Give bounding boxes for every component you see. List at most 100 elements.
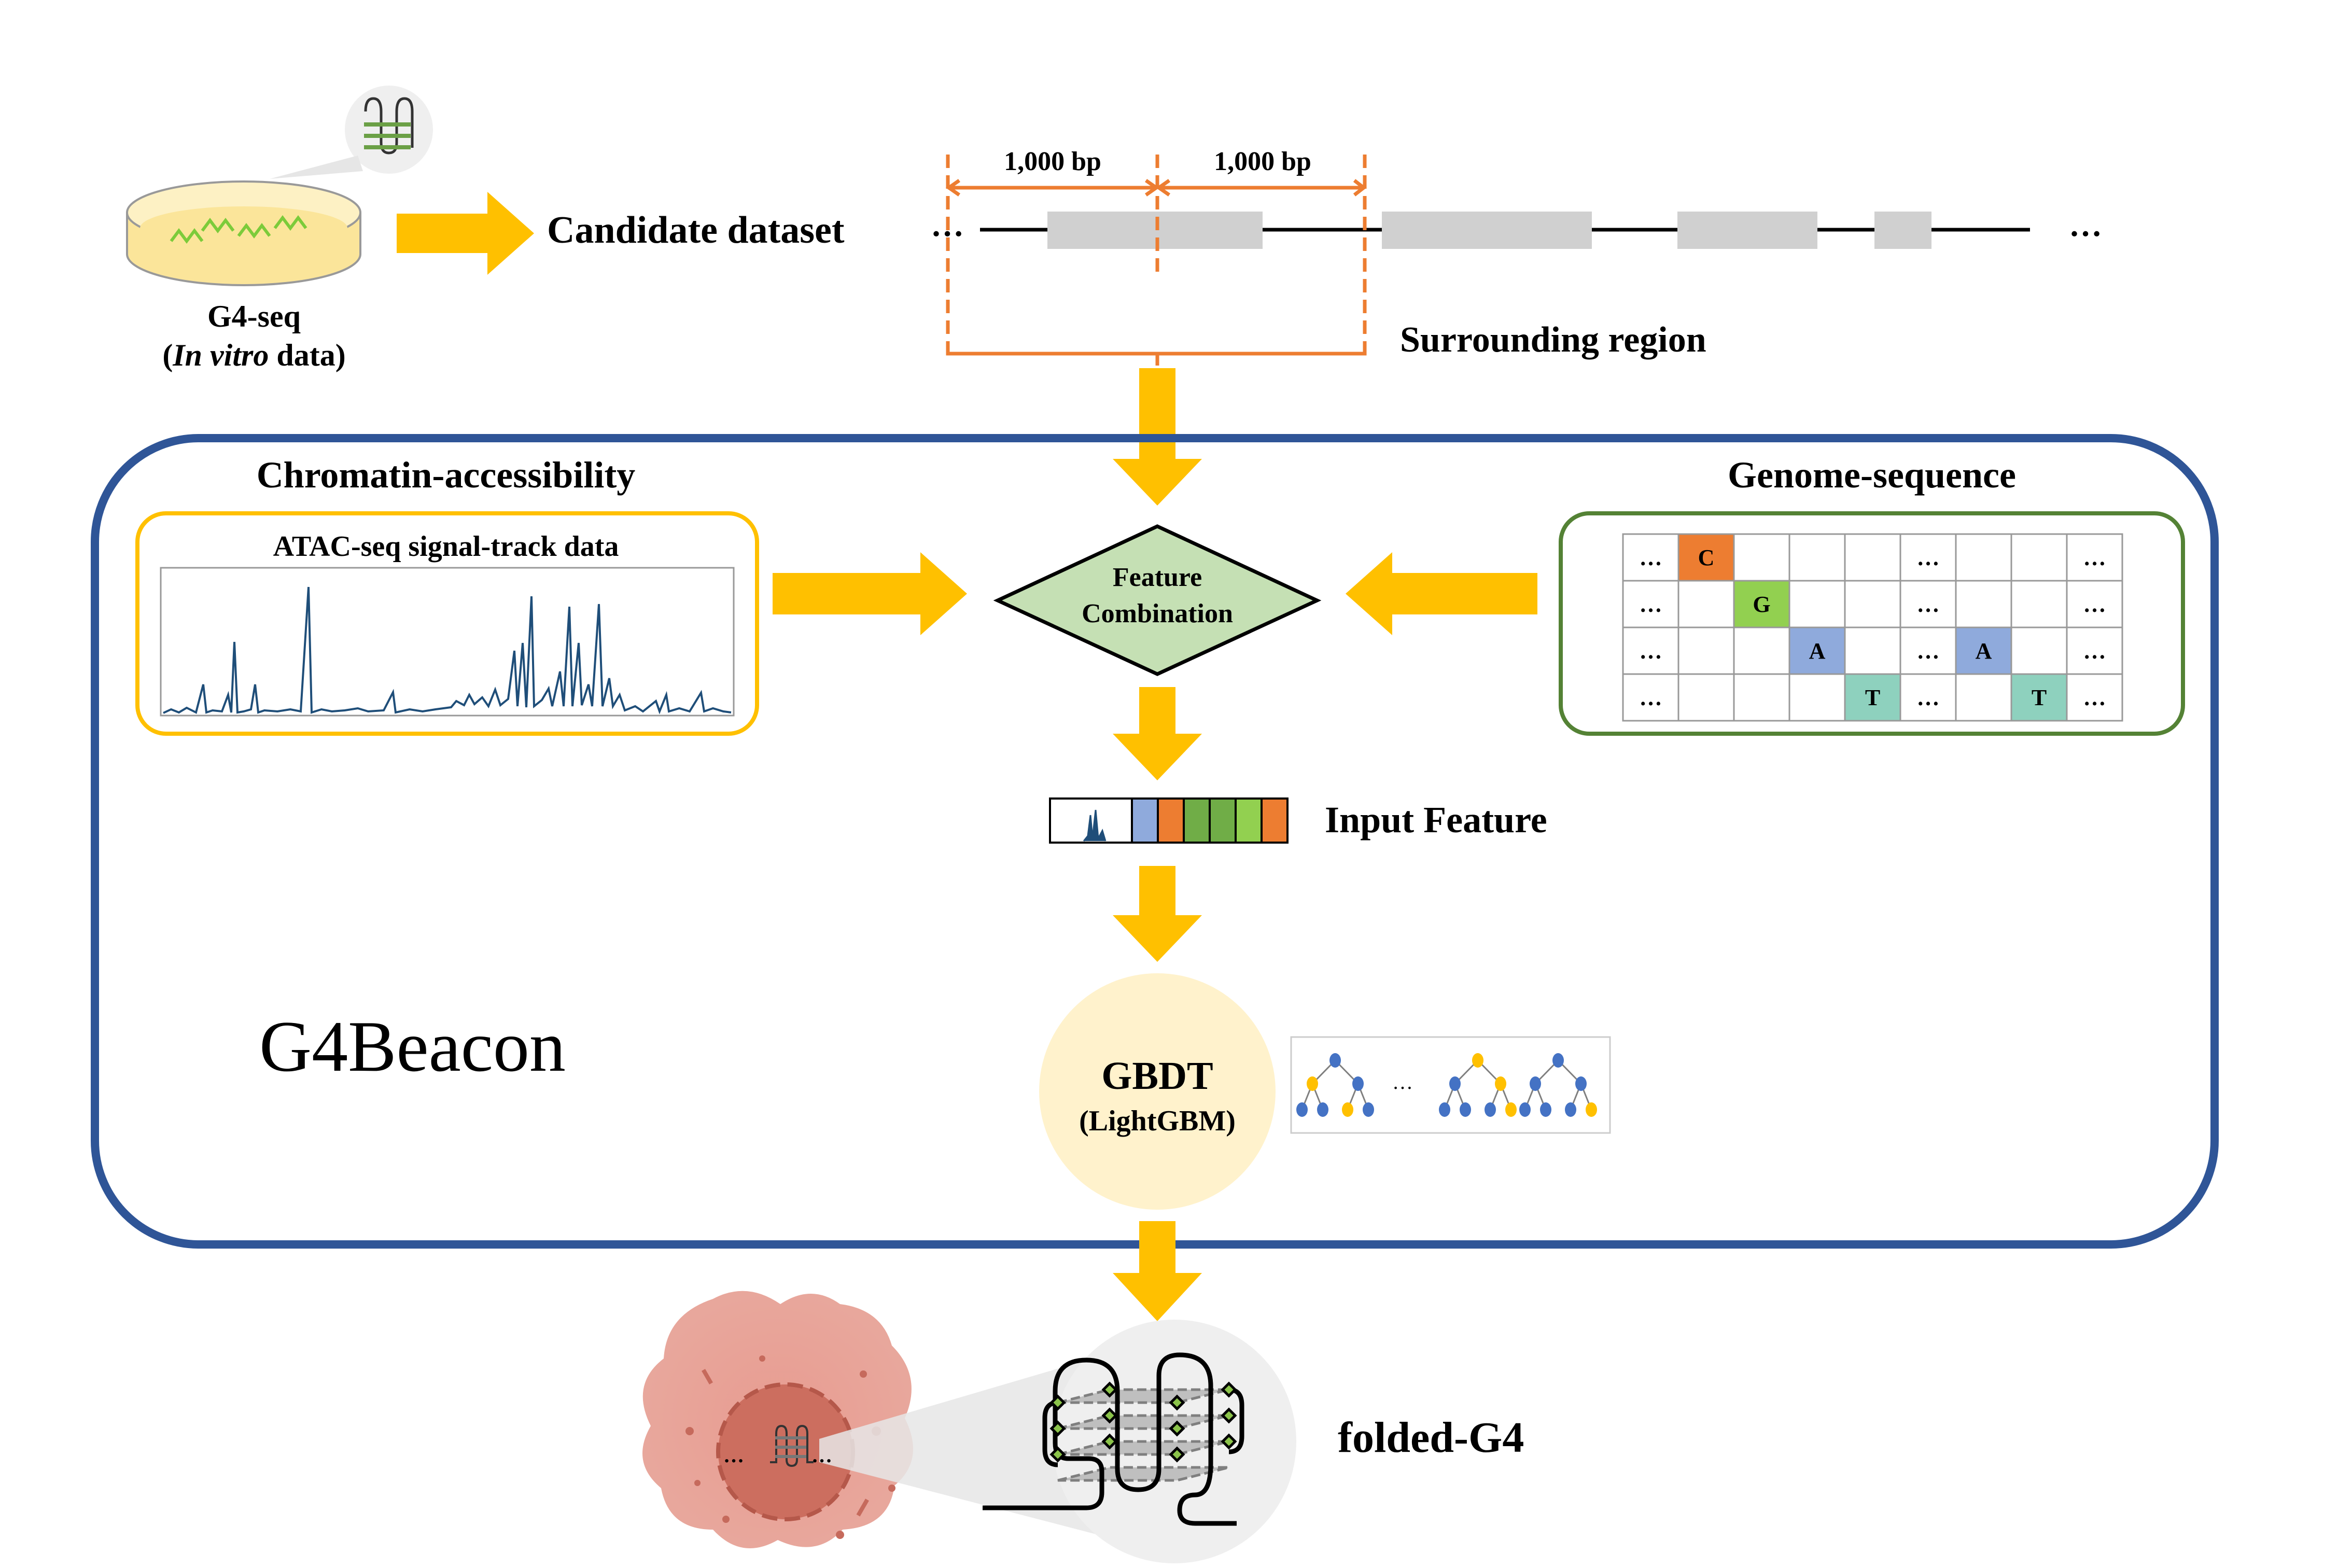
genome-cell	[1899, 626, 1957, 675]
tree-node	[1485, 1102, 1496, 1117]
bp-left-label: 1,000 bp	[1004, 147, 1101, 176]
genome-cell-label: A	[1809, 638, 1826, 664]
genome-cell-label: …	[2083, 685, 2106, 710]
atac-signal-track	[163, 586, 732, 715]
genome-cell	[2066, 626, 2123, 675]
chromatin-title: Chromatin-accessibility	[257, 454, 636, 496]
region-ellipsis-right: …	[2069, 206, 2102, 243]
genome-cell	[1955, 673, 2012, 722]
genome-cell	[1788, 580, 1846, 628]
nucleus-ellipsis-right: …	[811, 1444, 832, 1467]
genome-cell	[1955, 580, 2012, 628]
genome-sequence-grid: …C………G………A…A……T…T…	[1622, 533, 2123, 722]
tree-node	[1495, 1076, 1506, 1091]
genome-cell	[1733, 533, 1790, 582]
tree-node	[1519, 1102, 1531, 1117]
tree-node	[1460, 1102, 1471, 1117]
genome-cell	[1677, 626, 1735, 675]
g4seq-sublabel: (In vitro data)	[162, 338, 345, 372]
surrounding-region-label: Surrounding region	[1400, 320, 1706, 360]
tree-node	[1329, 1053, 1341, 1068]
genomic-region-track	[980, 212, 2030, 249]
genome-cell-label: …	[2083, 638, 2106, 664]
tree-node	[1552, 1053, 1564, 1068]
genome-cell-label: C	[1698, 545, 1715, 570]
genome-cell-label: …	[1917, 685, 1940, 710]
genome-cell	[2010, 580, 2068, 628]
genome-cell	[1844, 626, 1901, 675]
genome-cell	[1677, 580, 1735, 628]
tree-node	[1449, 1076, 1461, 1091]
genome-cell-label: …	[1917, 545, 1940, 570]
genome-cell	[2010, 673, 2068, 722]
genome-cell	[1788, 626, 1846, 675]
model-title: G4Beacon	[259, 1006, 566, 1087]
gbdt-circle	[1039, 973, 1276, 1210]
genome-cell	[1844, 533, 1901, 582]
tree-node	[1530, 1076, 1541, 1091]
tree-node	[1352, 1076, 1364, 1091]
genome-cell	[2066, 673, 2123, 722]
gbdt-subtitle: (LightGBM)	[1079, 1105, 1236, 1137]
nucleus-ellipsis-left: …	[723, 1444, 744, 1467]
genome-cell	[2066, 580, 2123, 628]
tree-node	[1439, 1102, 1450, 1117]
decision-trees-icon	[1296, 1053, 1597, 1117]
petri-dish-icon	[126, 86, 433, 286]
arrow-genome-to-feature	[1346, 552, 1537, 635]
tree-node	[1586, 1102, 1597, 1117]
genome-cell	[1733, 626, 1790, 675]
tree-node	[1472, 1053, 1483, 1068]
tree-node	[1317, 1102, 1328, 1117]
genome-cell-label: T	[2032, 685, 2047, 710]
genome-cell	[2010, 626, 2068, 675]
arrow-feature-to-input	[1113, 687, 1202, 780]
genome-cell	[1844, 673, 1901, 722]
genome-title: Genome-sequence	[1728, 454, 2016, 496]
cell-icon	[642, 1291, 1296, 1563]
arrow-chromatin-to-feature	[773, 552, 967, 635]
genome-cell-label: …	[1917, 592, 1940, 617]
input-feature-vector	[1049, 797, 1289, 844]
tree-node	[1575, 1076, 1587, 1091]
arrow-gbdt-to-folded	[1113, 1221, 1202, 1321]
tree-node	[1363, 1102, 1374, 1117]
genome-cell	[1899, 673, 1957, 722]
atac-signal-plot	[160, 567, 735, 717]
genome-cell-label: …	[1640, 592, 1662, 617]
candidate-dataset-label: Candidate dataset	[547, 209, 845, 251]
genome-cell-label: …	[1640, 685, 1662, 710]
genome-cell-label: …	[2083, 592, 2106, 617]
genome-cell	[2010, 533, 2068, 582]
genome-cell-label: …	[2083, 545, 2106, 570]
trees-ellipsis: …	[1392, 1070, 1413, 1094]
genome-cell	[1622, 673, 1679, 722]
feature-combination-line2: Combination	[1082, 599, 1233, 628]
feature-combination-line1: Feature	[1113, 563, 1202, 592]
genome-cell	[1788, 533, 1846, 582]
genome-cell-label: …	[1640, 545, 1662, 570]
arrow-input-to-gbdt	[1113, 866, 1202, 962]
genome-cell	[1844, 580, 1901, 628]
tree-node	[1540, 1102, 1551, 1117]
arrow-to-candidate	[397, 192, 534, 275]
tree-node	[1342, 1102, 1353, 1117]
genome-cell	[1733, 673, 1790, 722]
genome-cell-label: …	[1917, 638, 1940, 664]
genome-cell	[1677, 533, 1735, 582]
folded-g4-label: folded-G4	[1338, 1413, 1524, 1462]
tree-node	[1296, 1102, 1308, 1117]
genome-cell-label: …	[1640, 638, 1662, 664]
feature-combination-diamond	[993, 524, 1322, 676]
gbdt-title: GBDT	[1101, 1054, 1213, 1098]
genome-cell-label: A	[1976, 638, 1992, 664]
bp-right-label: 1,000 bp	[1214, 147, 1311, 176]
tree-node	[1565, 1102, 1576, 1117]
tree-node	[1505, 1102, 1517, 1117]
genome-cell	[2066, 533, 2123, 582]
input-feature-label: Input Feature	[1325, 799, 1547, 841]
genome-cell-label: G	[1753, 592, 1770, 617]
folded-g4-structure-icon	[983, 1352, 1244, 1526]
genome-cell	[1955, 533, 2012, 582]
